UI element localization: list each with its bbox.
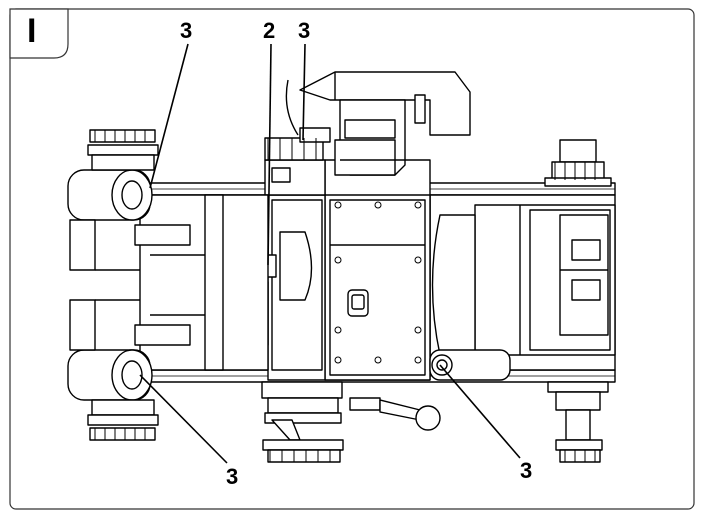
callout-2: 2 — [263, 18, 276, 43]
callout-3-bottom-left: 3 — [226, 464, 239, 489]
leader-3-top-center — [302, 43, 306, 141]
leader-3-top-left — [149, 43, 189, 189]
leader-3-bottom-right — [439, 364, 521, 459]
callout-3-top-center: 3 — [298, 18, 311, 43]
outer-frame — [9, 8, 695, 510]
leader-2 — [267, 43, 272, 266]
panel-badge-box — [9, 8, 69, 59]
leader-3-bottom-left — [139, 374, 228, 464]
leader-lines — [139, 43, 521, 464]
machine-body — [67, 71, 616, 463]
gear-teeth — [94, 130, 596, 462]
callout-3-top-left: 3 — [180, 18, 193, 43]
panel-label: I — [27, 12, 37, 50]
callout-3-bottom-right: 3 — [520, 458, 533, 483]
